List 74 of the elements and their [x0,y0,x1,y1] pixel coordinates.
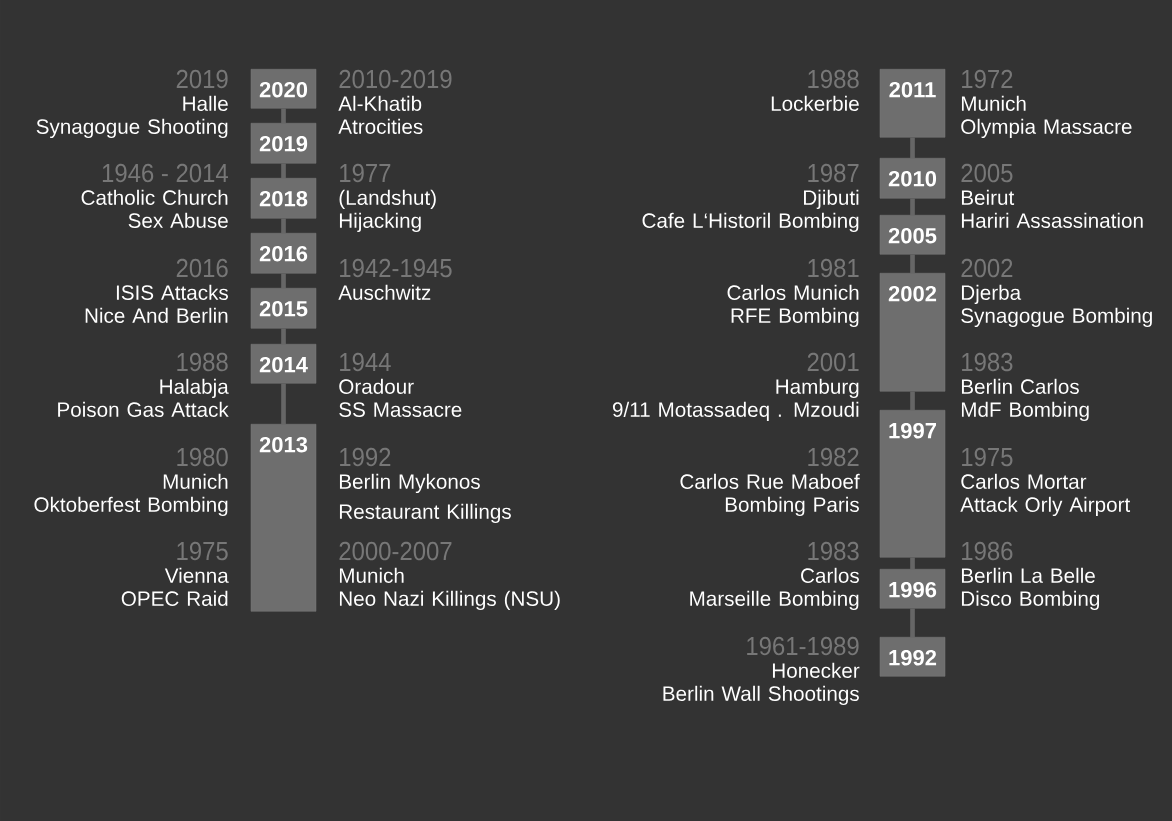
year-label: 1987 [808,163,859,183]
year-box: 2002 [879,273,946,392]
event-label: Halle Synagogue Shooting [36,95,228,139]
event-label: Carlos Rue Maboef Bombing Paris [680,473,860,517]
connector-line [910,198,915,215]
event-label: (Landshut) Hijacking [339,189,436,233]
event-label: Djerba Synagogue Bombing [961,284,1152,328]
year-box: 1996 [879,569,946,609]
year-box: 2011 [879,69,946,138]
year-box: 2018 [250,178,317,219]
year-label: 1961-1989 [747,636,859,656]
connector-line [281,163,286,178]
year-box: 2016 [250,233,317,274]
event-label: Berlin La Belle Disco Bombing [961,567,1100,611]
year-box: 2015 [250,288,317,329]
connector-line [910,137,915,158]
event-label: Honecker Berlin Wall Shootings [663,662,860,706]
year-label: 2019 [176,69,228,89]
event-label: Carlos Mortar Attack Orly Airport [960,473,1131,517]
event-label: Beirut Hariri Assassination [961,189,1143,228]
connector-line [281,218,286,233]
event-label: Hamburg 9/11 Motassadeq . Mzoudi [612,378,859,422]
year-box: 1997 [879,410,946,558]
connector-line [910,391,915,410]
year-label: 2010-2019 [339,69,452,89]
year-label: 2001 [807,352,859,372]
event-label: Carlos Munich RFE Bombing [727,284,859,328]
event-label: Al-Khatib Atrocities [338,95,423,134]
year-box: 2013 [250,424,317,612]
year-label: 1992 [340,447,391,467]
event-label: Auschwitz [338,284,431,300]
year-label: 1988 [808,69,859,89]
year-box: 2020 [250,69,317,109]
year-box: 2019 [250,123,317,164]
event-label: Munich Neo Nazi Killings (NSU) [339,567,560,611]
year-box: 1992 [879,637,946,677]
year-label: 1946 - 2014 [102,163,228,183]
year-label: 1986 [962,541,1013,561]
connector-line [281,108,286,123]
year-label: 1981 [808,258,859,278]
connector-line [281,328,286,344]
year-label: 1975 [962,447,1013,467]
year-label: 1977 [340,163,391,183]
year-label: 1982 [808,447,859,467]
year-label: 1972 [962,69,1013,89]
year-label: 2005 [961,163,1013,183]
connector-line [910,608,915,637]
year-label: 1944 [340,352,391,372]
year-label: 1983 [962,352,1013,372]
event-label: Berlin Mykonos Restaurant Killings [339,473,511,524]
year-label: 1942-1945 [340,258,452,278]
event-label: Berlin Carlos MdF Bombing [961,378,1089,422]
connector-line [910,254,915,273]
connector-line [910,557,915,569]
year-label: 2016 [176,258,228,278]
connector-line [281,273,286,288]
event-label: Munich Oktoberfest Bombing [34,473,228,517]
event-label: Oradour SS Massacre [339,378,462,417]
year-box: 2014 [250,344,317,384]
event-label: Carlos Marseille Bombing [690,567,859,611]
connector-line [281,383,286,424]
event-label: Catholic Church Sex Abuse [81,189,228,228]
event-label: Halabja Poison Gas Attack [58,378,229,417]
event-label: Munich Olympia Massacre [961,95,1132,139]
year-box: 2005 [879,215,946,255]
event-label: Djibuti Cafe L‘Historil Bombing [642,189,859,233]
year-label: 1980 [177,447,228,467]
year-label: 1983 [808,541,859,561]
year-label: 2002 [961,258,1013,278]
event-label: Lockerbie [771,95,859,111]
event-label: ISIS Attacks Nice And Berlin [85,284,228,323]
year-box: 2010 [879,158,946,199]
year-label: 1988 [177,352,228,372]
event-label: Vienna OPEC Raid [121,567,229,606]
